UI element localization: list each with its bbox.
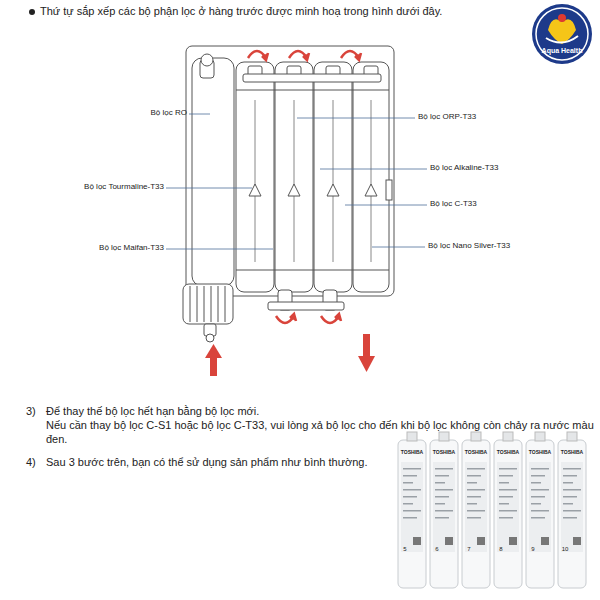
part-label: Bộ lọc RO xyxy=(120,108,187,118)
brand-text: TOSHIBA xyxy=(494,449,522,455)
part-label: Bộ lọc Maifan-T33 xyxy=(60,243,164,253)
filter-cartridge xyxy=(494,432,522,588)
rotate-arrows xyxy=(248,51,361,323)
part-label: Bộ lọc Alkaline-T33 xyxy=(430,163,540,173)
callout-number: 10 xyxy=(559,546,571,554)
brand-text: TOSHIBA xyxy=(526,449,554,455)
filter-cartridge xyxy=(430,432,458,588)
callout-number: 6 xyxy=(431,546,443,554)
brand-text: TOSHIBA xyxy=(398,449,426,455)
filter-cartridge xyxy=(398,432,426,588)
logo-text: Aqua Health xyxy=(534,47,590,56)
logo xyxy=(532,4,592,64)
bullet-dot xyxy=(29,9,35,15)
step-text: Nếu cần thay bộ lọc C-S1 hoặc bộ lọc C-T… xyxy=(46,419,594,447)
brand-text: TOSHIBA xyxy=(462,449,490,455)
part-label: Bộ lọc Nano Silver-T33 xyxy=(428,241,558,251)
cartridge-photo xyxy=(398,432,586,588)
filter-cartridge xyxy=(462,432,490,588)
intro-text: Thứ tự sắp xếp các bộ phận lọc ở hàng tr… xyxy=(40,5,510,19)
callout-number: 5 xyxy=(399,546,411,554)
brand-text: TOSHIBA xyxy=(558,449,586,455)
brand-text: TOSHIBA xyxy=(430,449,458,455)
callout-number: 9 xyxy=(527,546,539,554)
step-text: Sau 3 bước trên, bạn có thể sử dụng sản … xyxy=(46,456,386,470)
filter-cartridge xyxy=(526,432,554,588)
leader-lines xyxy=(166,114,427,249)
step-text: Để thay thế bộ lọc hết hạn bằng bộ lọc m… xyxy=(46,405,586,419)
part-label: Bộ lọc Tourmaline-T33 xyxy=(40,182,164,192)
part-label: Bộ lọc ORP-T33 xyxy=(418,112,528,122)
part-label: Bộ lọc C-T33 xyxy=(430,199,540,209)
filter-cartridge xyxy=(558,432,586,588)
step-number: 3) xyxy=(26,405,46,419)
filter-housing xyxy=(183,46,394,342)
callout-number: 8 xyxy=(495,546,507,554)
flow-arrows xyxy=(205,334,375,376)
step-number: 4) xyxy=(26,456,46,470)
callout-number: 7 xyxy=(463,546,475,554)
